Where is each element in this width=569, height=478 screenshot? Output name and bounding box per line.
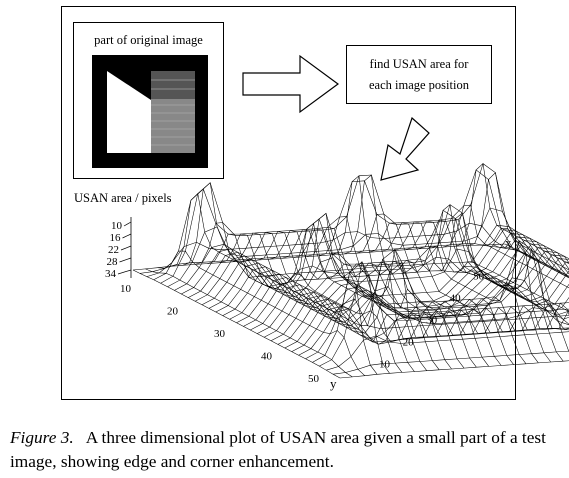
z-tick-label: 16 <box>110 232 122 244</box>
surface-grid-line <box>430 218 569 312</box>
z-tick-label: 34 <box>105 268 117 280</box>
surface-grid-line <box>455 163 569 264</box>
surface-grid-line <box>504 243 569 277</box>
surface-grid-line <box>393 212 569 329</box>
y-tick-label: 50 <box>308 373 320 385</box>
x-tick-label: 30 <box>426 314 438 326</box>
surface-grid-line <box>405 220 569 330</box>
y-tick-label: 30 <box>214 328 226 340</box>
surface-grid-line <box>467 172 569 260</box>
surface-grid-line <box>182 182 390 374</box>
surface-grid-line <box>298 308 569 356</box>
figure-caption: Figure 3. A three dimensional plot of US… <box>10 426 562 474</box>
y-tick-label: 20 <box>167 306 179 318</box>
x-axis-label: x <box>505 235 512 250</box>
surface-grid-line <box>284 302 569 349</box>
surface-grid-line <box>270 240 569 342</box>
y-tick-label: 40 <box>261 351 273 363</box>
arrow-right-icon <box>242 54 340 114</box>
usan-surface-plot <box>132 163 569 379</box>
surface-grid-line <box>305 298 569 360</box>
caption-text: A three dimensional plot of USAN area gi… <box>10 428 546 471</box>
surface-grid-line <box>201 204 569 306</box>
z-tick-mark <box>122 233 132 239</box>
z-tick-mark <box>117 269 132 275</box>
surface-grid-line <box>326 331 569 371</box>
figure-frame <box>61 6 516 400</box>
x-tick-label: 10 <box>379 358 391 370</box>
x-tick-label: 20 <box>403 336 415 348</box>
process-box-text: find USAN area for each image position <box>369 56 469 92</box>
surface-grid-line <box>319 274 569 367</box>
x-tick-labels: 10 20 30 40 50 <box>379 271 485 371</box>
figure-label: Figure 3. <box>10 428 74 447</box>
surface-grid-line <box>492 244 569 279</box>
surface-grid-line <box>277 253 569 345</box>
z-axis-label: USAN area / pixels <box>74 191 172 205</box>
surface-grid-line <box>333 350 569 375</box>
z-tick-label: 28 <box>107 256 119 268</box>
surface-grid-line <box>312 261 569 363</box>
z-tick-label: 10 <box>111 220 123 232</box>
z-tick-mark <box>123 221 132 227</box>
surface-grid-line <box>480 228 569 271</box>
original-image-panel: part of original image <box>73 22 224 179</box>
arrow-down-left-icon <box>380 116 430 181</box>
y-axis-label: y <box>330 376 337 391</box>
z-tick-label: 22 <box>108 244 119 256</box>
process-box: find USAN area for each image position <box>346 45 492 104</box>
surface-grid-line <box>291 305 569 352</box>
surface-grid-line <box>263 277 569 338</box>
x-tick-label: 50 <box>473 271 485 283</box>
surface-grid-line <box>244 222 452 370</box>
y-tick-label: 10 <box>120 283 132 295</box>
surface-grid-line <box>170 192 378 375</box>
z-tick-mark <box>120 245 132 251</box>
surface-grid-line <box>418 219 569 325</box>
surface-grid-line <box>343 174 552 363</box>
y-tick-labels: 10 20 30 40 50 <box>120 283 320 385</box>
z-tick-mark <box>119 257 132 263</box>
x-tick-label: 40 <box>450 293 462 305</box>
surface-grid-line <box>145 268 353 378</box>
original-image-thumbnail <box>92 55 208 168</box>
original-image-label: part of original image <box>94 33 203 47</box>
surface-grid-line <box>339 360 569 379</box>
